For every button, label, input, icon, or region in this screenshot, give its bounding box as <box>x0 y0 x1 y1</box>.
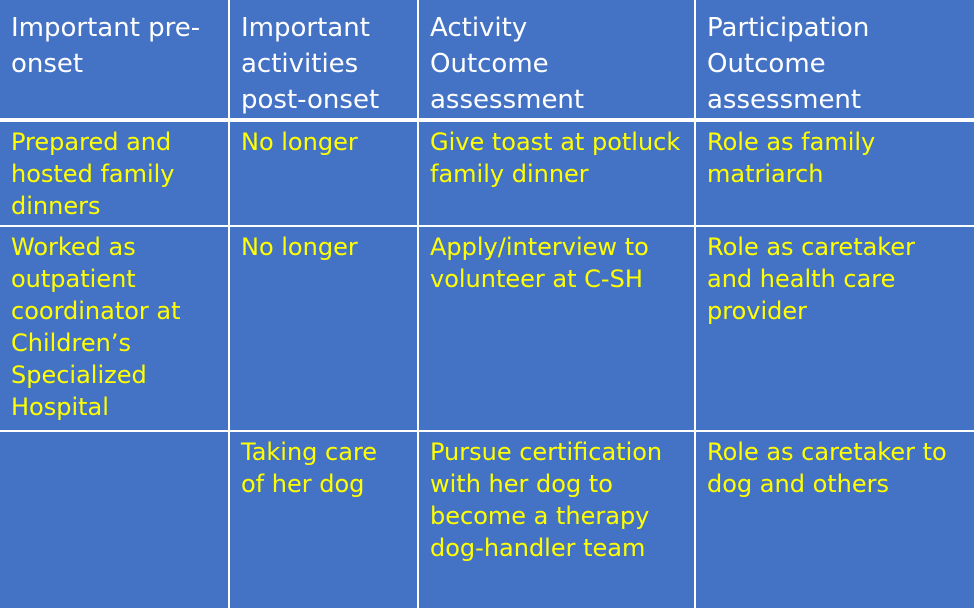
cell-text: volunteer at C-SH <box>430 265 643 293</box>
table-cell: Taking care of her dog <box>228 430 419 608</box>
header-text: Participation <box>707 13 870 43</box>
header-activity-outcome-assessment: Activity Outcome assessment <box>417 0 696 122</box>
table-cell: Role as family matriarch <box>694 119 974 227</box>
table-cell: No longer <box>228 119 419 227</box>
cell-text: dog-handler team <box>430 534 646 562</box>
header-text: assessment <box>430 85 585 115</box>
table-cell: Worked as outpatient coordinator at Chil… <box>0 225 230 432</box>
cell-text: Hospital <box>11 393 109 421</box>
cell-text: of her dog <box>241 470 365 498</box>
header-text: Outcome <box>430 49 549 79</box>
cell-text: hosted family <box>11 160 175 188</box>
table-cell: Give toast at potluck family dinner <box>417 119 696 227</box>
table-cell: No longer <box>228 225 419 432</box>
header-text: Important <box>241 13 370 43</box>
header-row: Important pre- onset Important activitie… <box>0 0 974 122</box>
header-participation-outcome-assessment: Participation Outcome assessment <box>694 0 974 122</box>
cell-text: outpatient <box>11 265 136 293</box>
header-text: Outcome <box>707 49 826 79</box>
cell-text: provider <box>707 297 807 325</box>
cell-text: Children’s <box>11 329 131 357</box>
cell-text: Specialized <box>11 361 147 389</box>
cell-text: Give toast at potluck <box>430 128 681 156</box>
cell-text: family dinner <box>430 160 589 188</box>
header-text: post-onset <box>241 85 380 115</box>
cell-text: become a therapy <box>430 502 650 530</box>
cell-text: dog and others <box>707 470 890 498</box>
cell-text: with her dog to <box>430 470 613 498</box>
cell-text: Role as family <box>707 128 876 156</box>
table-cell: Role as caretaker and health care provid… <box>694 225 974 432</box>
table-cell: Pursue certification with her dog to bec… <box>417 430 696 608</box>
cell-text: Pursue certification <box>430 438 663 466</box>
cell-text: Apply/interview to <box>430 233 649 261</box>
cell-text: coordinator at <box>11 297 181 325</box>
table-cell <box>0 430 230 608</box>
header-important-pre-onset: Important pre- onset <box>0 0 230 122</box>
table-row: Prepared and hosted family dinners No lo… <box>0 119 974 227</box>
cell-text: No longer <box>241 128 358 156</box>
cell-text: Taking care <box>241 438 378 466</box>
table-row: Worked as outpatient coordinator at Chil… <box>0 225 974 432</box>
table-cell: Role as caretaker to dog and others <box>694 430 974 608</box>
header-text: onset <box>11 49 84 79</box>
header-text: Activity <box>430 13 528 43</box>
cell-text: dinners <box>11 192 101 220</box>
table-cell: Prepared and hosted family dinners <box>0 119 230 227</box>
cell-text: matriarch <box>707 160 824 188</box>
cell-text: Role as caretaker to <box>707 438 947 466</box>
cell-text: Prepared and <box>11 128 172 156</box>
table-cell: Apply/interview to volunteer at C-SH <box>417 225 696 432</box>
header-important-activities-post-onset: Important activities post-onset <box>228 0 419 122</box>
cell-text: No longer <box>241 233 358 261</box>
cell-text: Worked as <box>11 233 136 261</box>
header-text: assessment <box>707 85 862 115</box>
cell-text: and health care <box>707 265 896 293</box>
header-text: activities <box>241 49 359 79</box>
table-row: Taking care of her dog Pursue certificat… <box>0 430 974 608</box>
header-text: Important pre- <box>11 13 201 43</box>
cell-text: Role as caretaker <box>707 233 915 261</box>
